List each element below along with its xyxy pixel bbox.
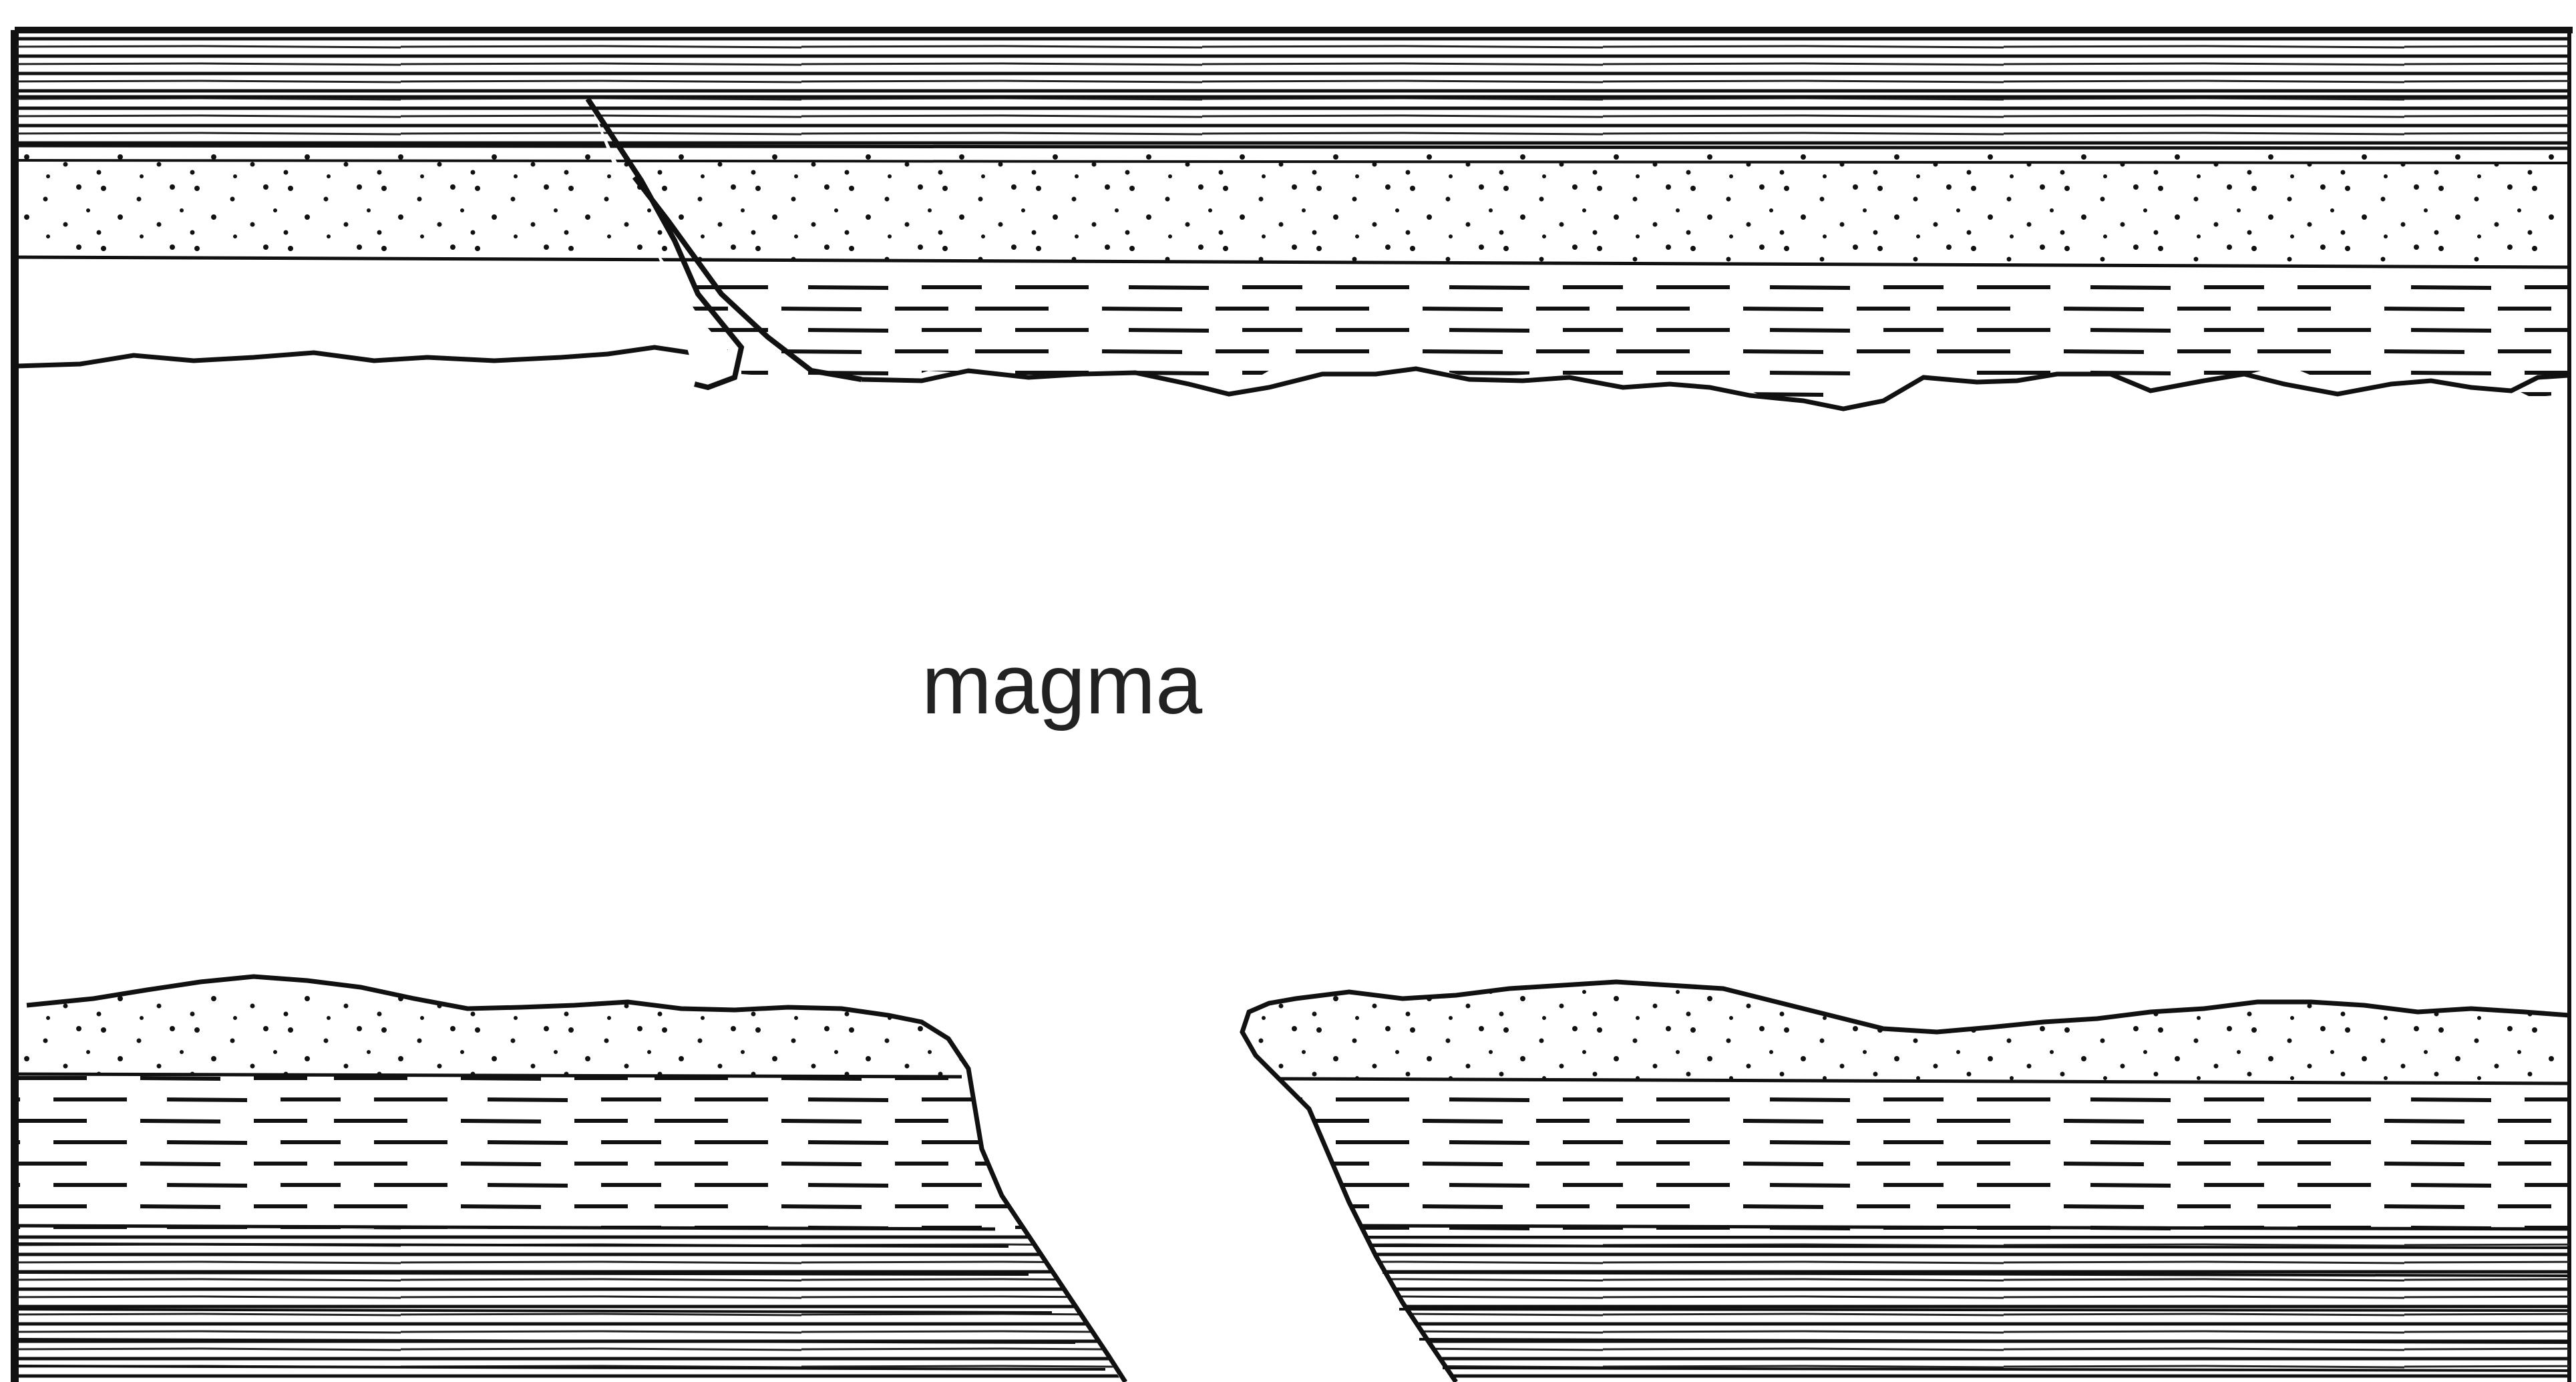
lower-right-block: [1236, 982, 2571, 1382]
upper-dotted-layer: [17, 154, 2569, 267]
upper-dashed-layer: [17, 274, 2569, 407]
upper-striped-layer: [17, 33, 2569, 163]
magma-label: magma: [922, 637, 1203, 731]
lower-left-block: [17, 977, 1152, 1382]
